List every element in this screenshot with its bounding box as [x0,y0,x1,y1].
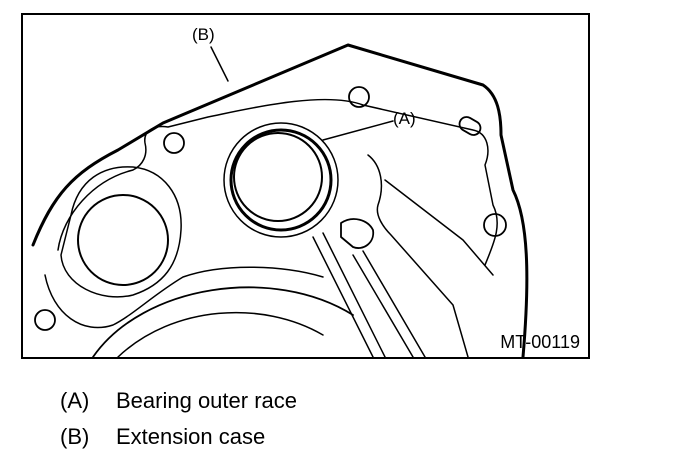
shift-rail [312,232,426,357]
flange-contour [57,98,498,266]
bolt-hole [163,132,185,154]
bearing-outer-race-inner [233,132,323,222]
rib-line [367,154,469,357]
bearing-bore [223,122,339,238]
lower-housing-arc [92,286,354,357]
bolt-hole [483,213,507,237]
lower-housing-arc-2 [117,311,324,357]
bolt-hole [348,86,370,108]
left-port-bore [77,194,169,286]
legend-key: (A) [60,388,90,413]
legend-item-b: (B) Extension case [60,426,265,448]
legend-item-a: (A) Bearing outer race [60,390,297,412]
leader-line-a [322,120,394,141]
callout-b-label: (B) [192,25,215,44]
callout-a-label: (A) [393,109,416,128]
left-port-housing [60,166,182,298]
leader-line-b [210,46,229,82]
diagram-figure: (B) (A) MT-00119 [21,13,590,359]
extension-case-outline [31,43,529,357]
rib-line-2 [384,179,494,276]
legend-text: Extension case [116,424,266,449]
legend-key: (B) [60,424,90,449]
extension-case-drawing [31,43,529,357]
figure-id-label: MT-00119 [500,332,580,352]
detent-boss [340,218,375,249]
flange-lower-contour [44,266,324,329]
dowel-pin [458,116,482,136]
bearing-outer-race [229,128,333,232]
bolt-hole [34,309,56,331]
legend-text: Bearing outer race [116,388,297,413]
